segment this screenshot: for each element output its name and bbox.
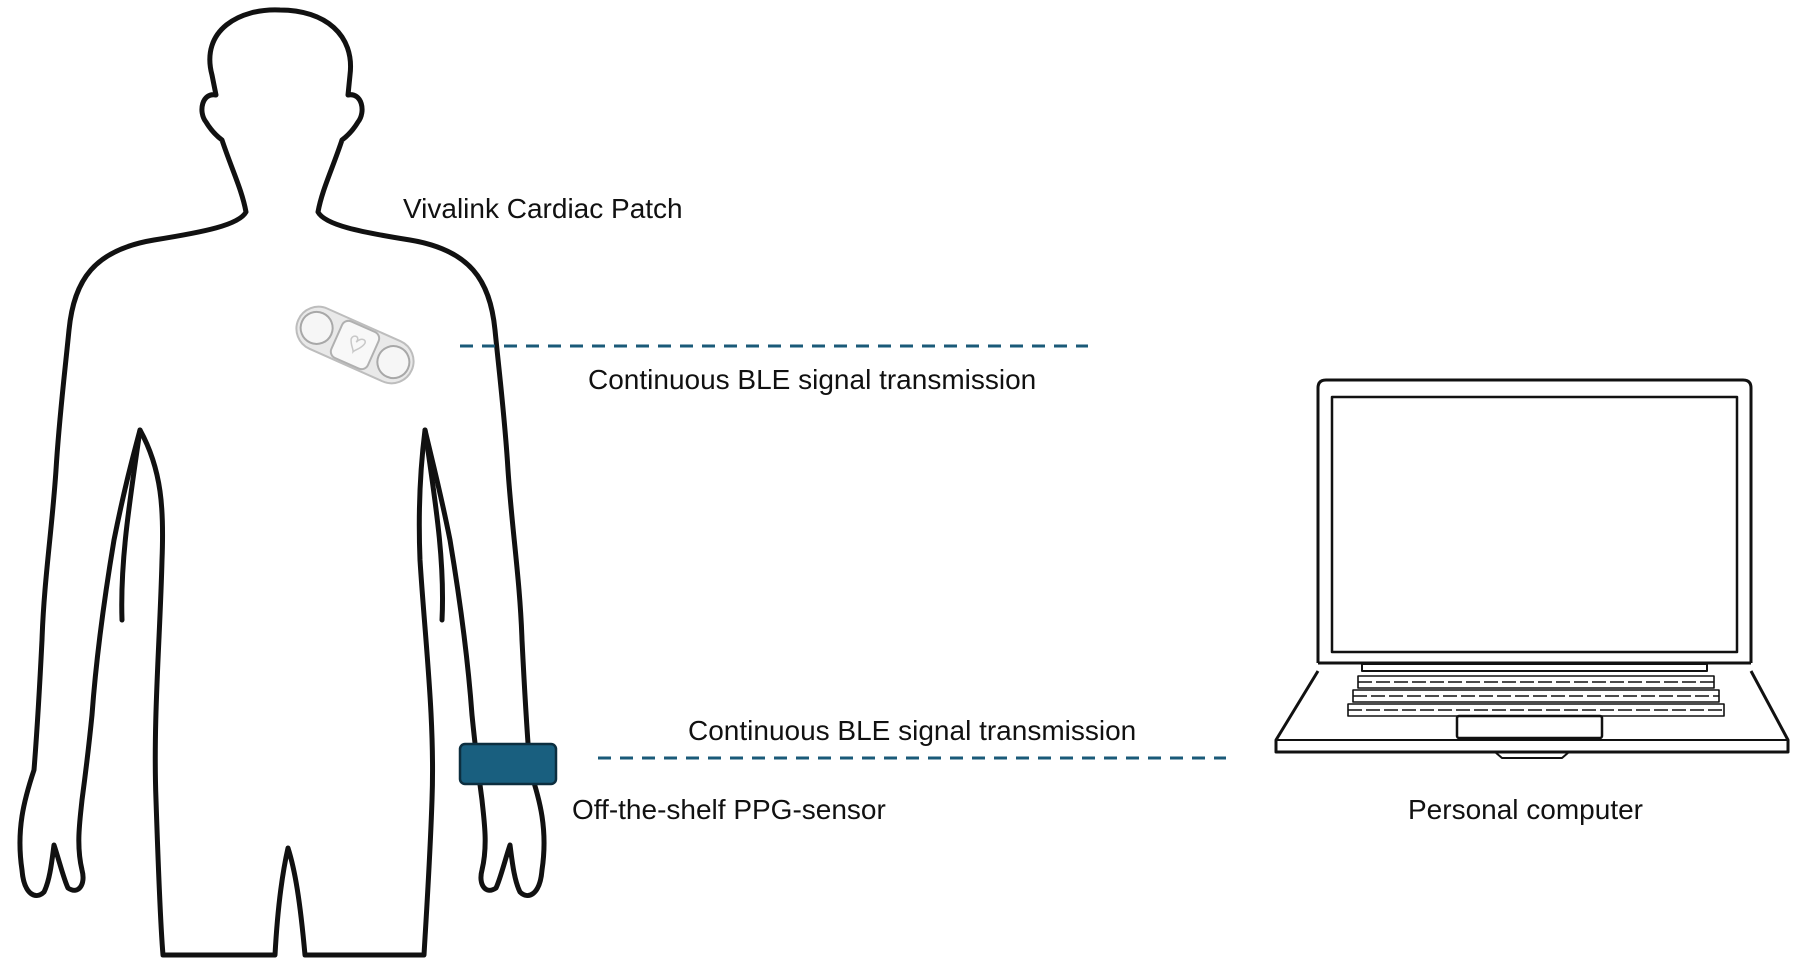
cardiac-patch-label: Vivalink Cardiac Patch	[403, 193, 683, 224]
ble-transmission-label-top: Continuous BLE signal transmission	[588, 364, 1036, 395]
ble-transmission-label-bottom: Continuous BLE signal transmission	[688, 715, 1136, 746]
cardiac-patch-icon	[295, 305, 415, 385]
personal-computer-label: Personal computer	[1408, 794, 1643, 825]
ppg-sensor-band-icon	[458, 742, 558, 786]
ppg-sensor-label: Off-the-shelf PPG-sensor	[572, 794, 886, 825]
human-body-outline-icon	[17, 7, 547, 958]
laptop-icon	[1274, 378, 1790, 759]
